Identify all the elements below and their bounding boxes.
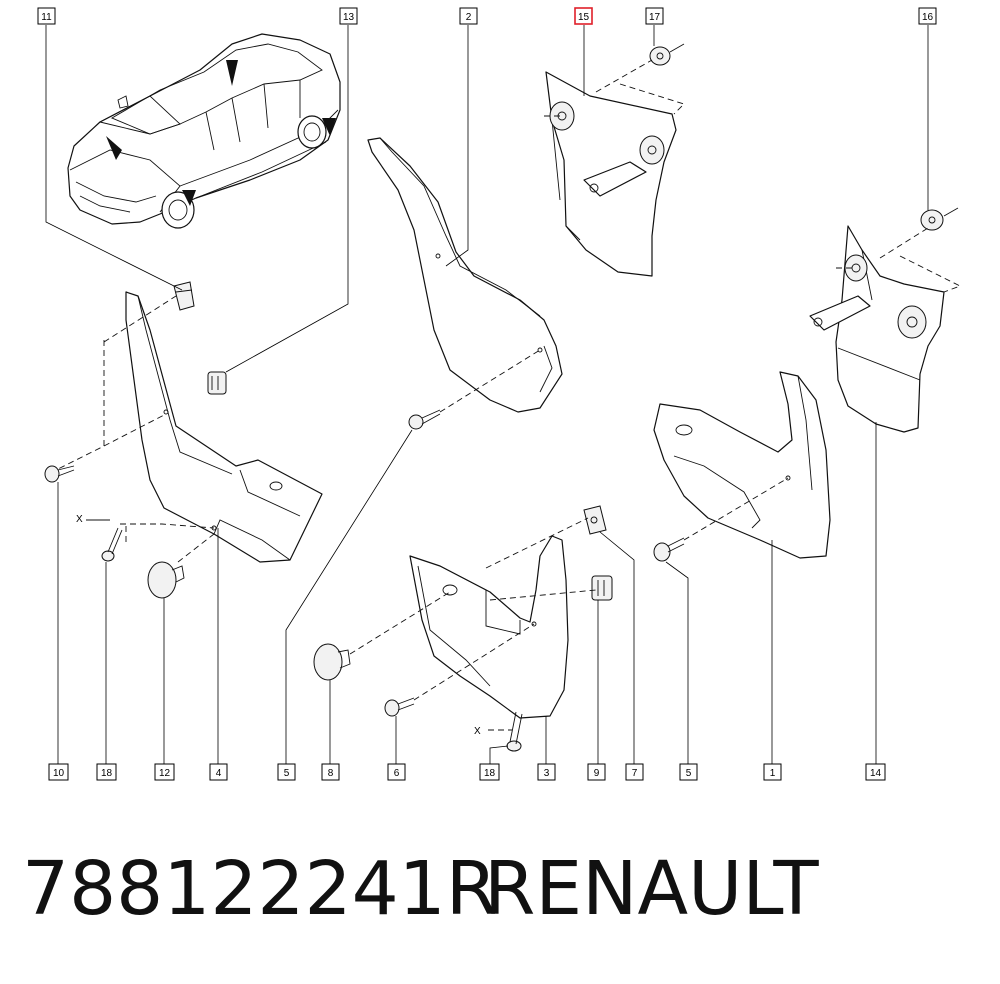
svg-text:2: 2 [466, 12, 472, 23]
screw-18-left [101, 527, 123, 562]
car-illustration [67, 33, 341, 229]
callout-14: 14 [865, 763, 886, 781]
clip-11 [173, 281, 195, 311]
callout-5-left: 5 [277, 763, 296, 781]
svg-text:10: 10 [53, 768, 65, 779]
callout-12: 12 [154, 763, 175, 781]
svg-text:18: 18 [101, 768, 113, 779]
svg-text:14: 14 [870, 768, 882, 779]
svg-text:5: 5 [284, 768, 290, 779]
svg-text:1: 1 [770, 768, 776, 779]
callout-7: 7 [625, 763, 644, 781]
svg-text:8: 8 [328, 768, 334, 779]
washer-17 [649, 43, 685, 66]
callout-9: 9 [587, 763, 606, 781]
callout-8: 8 [321, 763, 340, 781]
cap-12 [147, 561, 185, 599]
x-mark-left: X [76, 514, 83, 525]
mudflap-15 [545, 71, 677, 277]
callout-17: 17 [645, 7, 664, 25]
callout-1: 1 [763, 763, 782, 781]
mudflap-1 [653, 371, 831, 559]
mudflap-3 [409, 535, 569, 719]
screw-10 [44, 465, 75, 483]
callout-6: 6 [387, 763, 406, 781]
mudflap-rear-left [367, 137, 563, 413]
screw-6 [384, 697, 415, 717]
callout-4: 4 [209, 763, 228, 781]
nut-13 [207, 371, 227, 395]
nut-9 [591, 575, 613, 601]
screw-18-bottom [506, 711, 523, 752]
svg-text:7: 7 [632, 768, 638, 779]
leader-lines [45, 25, 929, 764]
svg-text:16: 16 [922, 12, 934, 23]
callout-18-left: 18 [96, 763, 117, 781]
svg-text:4: 4 [216, 768, 222, 779]
svg-text:3: 3 [544, 768, 550, 779]
screw-5-right [653, 537, 685, 562]
callout-3: 3 [537, 763, 556, 781]
x-mark-bottom: X [474, 726, 481, 737]
svg-text:15: 15 [578, 12, 590, 23]
part-number: 788122241R [22, 846, 498, 932]
svg-text:11: 11 [41, 12, 52, 23]
svg-text:13: 13 [343, 12, 355, 23]
callout-18-bottom: 18 [479, 763, 500, 781]
callout-5-right: 5 [679, 763, 698, 781]
callout-16: 16 [918, 7, 937, 25]
washer-16 [920, 207, 959, 231]
svg-text:6: 6 [394, 768, 400, 779]
callout-15: 15 [574, 7, 593, 25]
mudflap-front-left [125, 291, 323, 563]
screw-5-upper [408, 409, 441, 430]
callout-13: 13 [339, 7, 358, 25]
svg-text:9: 9 [594, 768, 600, 779]
svg-text:17: 17 [649, 12, 661, 23]
clip-7 [583, 505, 607, 535]
mudflap-14 [809, 225, 945, 433]
svg-text:12: 12 [159, 768, 171, 779]
svg-text:5: 5 [686, 768, 692, 779]
callout-10: 10 [48, 763, 69, 781]
callout-2: 2 [459, 7, 478, 25]
callout-11: 11 [37, 7, 56, 25]
cap-8 [313, 643, 351, 681]
svg-text:18: 18 [484, 768, 496, 779]
brand-name: RENAULT [484, 846, 819, 932]
